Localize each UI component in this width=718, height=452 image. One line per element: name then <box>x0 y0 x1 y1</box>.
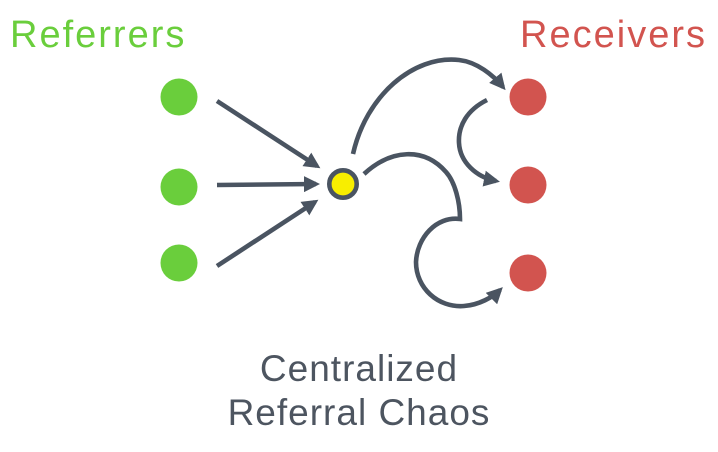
arrow-receiver1-to-receiver2 <box>456 97 500 187</box>
caption: Centralized Referral Chaos <box>0 347 718 435</box>
receiver-node-3 <box>509 254 547 292</box>
caption-line-1: Centralized <box>259 348 459 389</box>
arrow-hub-to-receiver3 <box>362 151 503 309</box>
referrer-nodes <box>160 78 198 282</box>
receiver-side-arrows <box>350 57 506 309</box>
receiver-node-1 <box>509 78 547 116</box>
caption-line-2: Referral Chaos <box>227 392 491 433</box>
receiver-node-2 <box>509 166 547 204</box>
arrow-hub-to-receiver1 <box>350 57 506 155</box>
referrer-node-3 <box>160 244 198 282</box>
receivers-label: Receivers <box>520 14 707 56</box>
arrow-referrer3-to-hub <box>215 199 319 268</box>
referrers-label: Referrers <box>10 14 187 56</box>
arrow-referrer2-to-hub <box>216 176 321 193</box>
referrer-node-2 <box>160 168 198 206</box>
referrer-node-1 <box>160 78 198 116</box>
arrow-referrer1-to-hub <box>215 99 321 169</box>
referrer-to-hub-arrows <box>215 99 321 268</box>
hub-node <box>326 168 359 201</box>
receiver-nodes <box>509 78 547 292</box>
